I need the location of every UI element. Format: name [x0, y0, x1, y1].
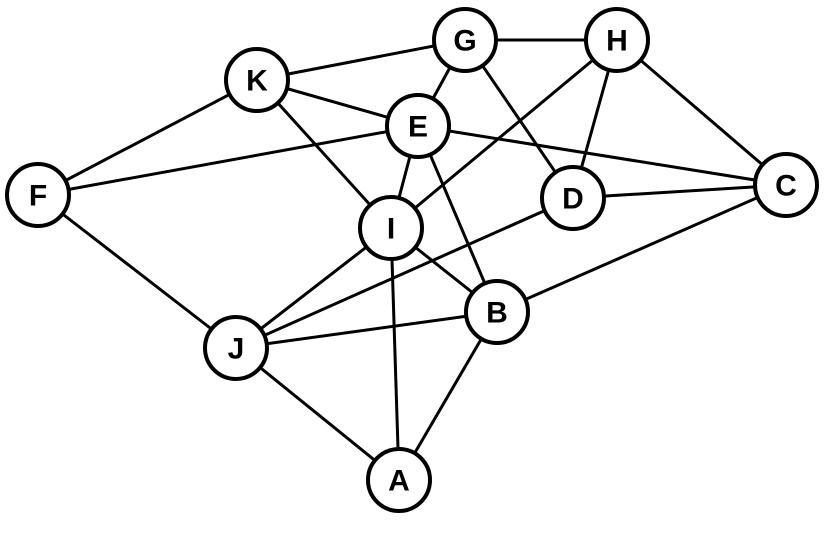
edge-e-f: [36, 124, 420, 197]
edge-h-c: [615, 38, 788, 187]
node-b: B: [464, 279, 530, 345]
node-i: I: [358, 195, 424, 261]
node-circle: [366, 447, 432, 513]
node-label: B: [486, 297, 508, 330]
edge-b-c: [495, 183, 788, 314]
node-label: D: [562, 183, 584, 216]
edge-h-i: [389, 38, 619, 230]
node-circle: [5, 162, 71, 228]
edge-f-j: [36, 193, 238, 350]
node-label: H: [606, 25, 628, 58]
node-g: G: [432, 7, 498, 73]
edge-k-f: [36, 78, 259, 197]
node-f: F: [5, 162, 71, 228]
node-k: K: [224, 47, 290, 113]
node-d: D: [540, 165, 606, 231]
node-label: J: [228, 333, 245, 366]
node-h: H: [584, 7, 650, 73]
node-c: C: [753, 152, 819, 218]
node-circle: [358, 195, 424, 261]
node-label: C: [775, 170, 797, 203]
edge-e-b: [416, 124, 499, 314]
node-circle: [203, 315, 269, 381]
node-circle: [464, 279, 530, 345]
node-a: A: [366, 447, 432, 513]
edge-k-i: [255, 78, 393, 230]
node-circle: [540, 165, 606, 231]
edge-d-j: [234, 196, 575, 350]
node-label: A: [388, 465, 410, 498]
node-layer: A B C D E F G H I J K: [5, 7, 819, 513]
edge-k-g: [255, 38, 467, 82]
node-circle: [385, 93, 451, 159]
edge-j-a: [234, 346, 401, 482]
node-label: G: [453, 25, 476, 58]
node-circle: [584, 7, 650, 73]
node-circle: [224, 47, 290, 113]
node-circle: [432, 7, 498, 73]
node-label: K: [246, 65, 268, 98]
node-label: E: [408, 111, 428, 144]
node-label: I: [387, 213, 395, 246]
node-circle: [753, 152, 819, 218]
node-label: F: [29, 180, 47, 213]
edge-d-c: [571, 183, 788, 200]
node-e: E: [385, 93, 451, 159]
edge-i-a: [389, 226, 401, 482]
edge-j-b: [234, 310, 499, 350]
node-j: J: [203, 315, 269, 381]
edge-e-c: [416, 124, 788, 187]
